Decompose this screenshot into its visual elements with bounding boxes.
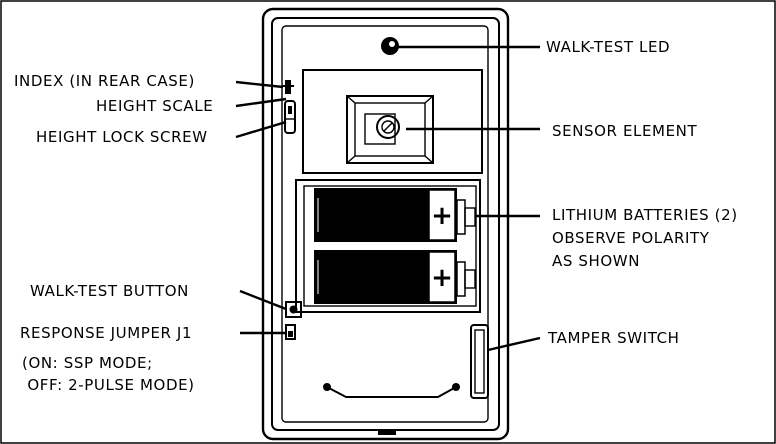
label-jumper-mode-on: (ON: SSP MODE; bbox=[22, 354, 153, 372]
mounting-handle bbox=[323, 383, 460, 398]
label-as-shown: AS SHOWN bbox=[552, 252, 640, 270]
label-walk-test-led: WALK-TEST LED bbox=[546, 38, 670, 56]
sensor-element bbox=[346, 95, 434, 164]
battery-2 bbox=[314, 250, 476, 304]
leader-lines bbox=[235, 45, 541, 352]
label-observe-polarity: OBSERVE POLARITY bbox=[552, 229, 710, 247]
device-housing bbox=[261, 7, 510, 441]
walk-test-led bbox=[381, 37, 399, 55]
response-jumper-j1 bbox=[285, 324, 296, 340]
sensor-window bbox=[302, 69, 483, 174]
label-sensor-element: SENSOR ELEMENT bbox=[552, 122, 697, 140]
label-index: INDEX (IN REAR CASE) bbox=[14, 72, 195, 90]
battery-1-polarity: + bbox=[431, 201, 453, 231]
label-height-scale: HEIGHT SCALE bbox=[96, 97, 213, 115]
battery-compartment bbox=[295, 179, 481, 313]
label-walk-test-button: WALK-TEST BUTTON bbox=[30, 282, 189, 300]
battery-2-polarity: + bbox=[431, 263, 453, 293]
index-mark bbox=[282, 80, 294, 94]
tamper-switch bbox=[470, 324, 489, 399]
height-scale bbox=[284, 100, 296, 134]
label-tamper-switch: TAMPER SWITCH bbox=[547, 329, 680, 347]
label-jumper-mode-off: OFF: 2-PULSE MODE) bbox=[22, 376, 195, 394]
label-lithium-batteries: LITHIUM BATTERIES (2) bbox=[552, 206, 738, 224]
walk-test-button bbox=[285, 301, 302, 318]
battery-1 bbox=[314, 188, 476, 242]
label-response-jumper: RESPONSE JUMPER J1 bbox=[20, 324, 192, 342]
label-height-lock-screw: HEIGHT LOCK SCREW bbox=[36, 128, 208, 146]
